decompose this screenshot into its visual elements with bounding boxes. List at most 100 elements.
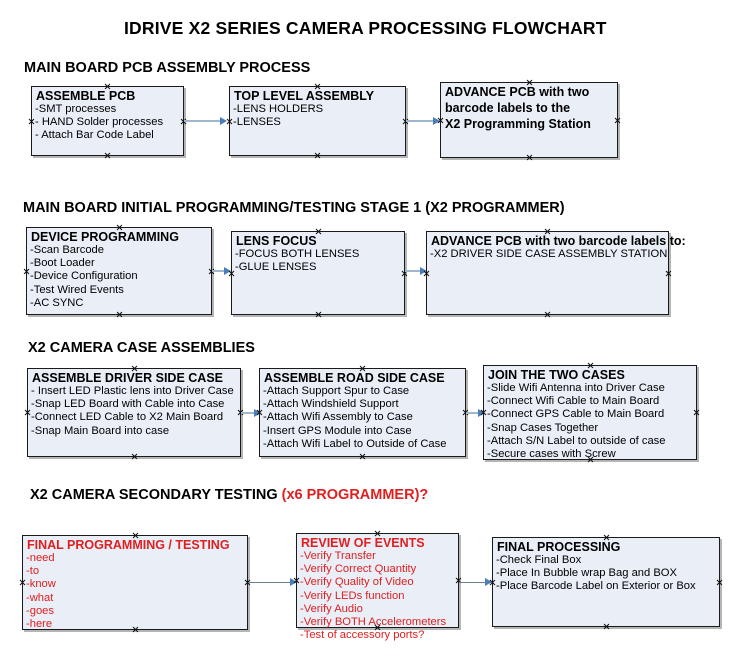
connector-line bbox=[406, 120, 436, 122]
node-title: FINAL PROGRAMMING / TESTING bbox=[27, 538, 230, 552]
connector-arrowhead-icon bbox=[254, 408, 261, 417]
node-title: ASSEMBLE ROAD SIDE CASE bbox=[264, 371, 445, 385]
node-line: -Check Final Box bbox=[496, 554, 582, 566]
node-line: -LENSES bbox=[233, 116, 281, 129]
connector-line bbox=[466, 412, 482, 414]
node-title: ASSEMBLE DRIVER SIDE CASE bbox=[32, 371, 224, 385]
node-join-the-two-cases[interactable]: JOIN THE TWO CASES -Slide Wifi Antenna i… bbox=[483, 365, 697, 460]
connector-handle-bottom[interactable] bbox=[315, 311, 322, 318]
section-heading-1-text: MAIN BOARD PCB ASSEMBLY PROCESS bbox=[24, 60, 311, 76]
node-line-overflow: -Test of accessory ports? bbox=[300, 629, 425, 642]
node-line: -need bbox=[26, 552, 55, 564]
section-heading-2-text: MAIN BOARD INITIAL PROGRAMMING/TESTING S… bbox=[23, 200, 565, 216]
section-heading-3: X2 CAMERA CASE ASSEMBLIES bbox=[28, 340, 255, 356]
node-line: -Place In Bubble wrap Bag and BOX bbox=[496, 567, 677, 580]
node-title: DEVICE PROGRAMMING bbox=[31, 230, 179, 244]
node-title: ASSEMBLE PCB bbox=[36, 89, 136, 103]
node-line: -Attach Wifi Label to Outside of Case bbox=[263, 437, 447, 450]
connector-line bbox=[248, 582, 296, 583]
connector-line bbox=[241, 412, 258, 414]
connector-handle-bottom[interactable] bbox=[131, 453, 138, 460]
node-title: JOIN THE TWO CASES bbox=[488, 368, 625, 382]
node-line: -SMT processes bbox=[35, 103, 117, 115]
connector-handle-bottom[interactable] bbox=[544, 311, 551, 318]
connector-handle-bottom[interactable] bbox=[359, 453, 366, 460]
node-line: -Attach Support Spur to Case bbox=[263, 385, 410, 397]
node-line: -Attach S/N Label to outside of case bbox=[487, 434, 666, 447]
connector-handle-bottom[interactable] bbox=[314, 152, 321, 159]
node-title: ADVANCE PCB with two barcode labels to: bbox=[431, 234, 686, 248]
node-device-programming[interactable]: DEVICE PROGRAMMING -Scan Barcode -Boot L… bbox=[26, 227, 212, 315]
node-advance-pcb-programming-station[interactable]: ADVANCE PCB with two barcode labels to t… bbox=[440, 82, 618, 158]
node-line: -Snap LED Board with Cable into Case bbox=[31, 398, 225, 411]
node-title: TOP LEVEL ASSEMBLY bbox=[234, 89, 375, 103]
node-line: -Verify Transfer bbox=[300, 550, 376, 562]
node-line: -Verify Correct Quantity bbox=[300, 563, 417, 576]
node-line: - HAND Solder processes bbox=[35, 116, 164, 129]
section-heading-4: X2 CAMERA SECONDARY TESTING (x6 PROGRAMM… bbox=[30, 487, 428, 503]
node-line: -FOCUS BOTH LENSES bbox=[235, 248, 360, 260]
node-line: -to bbox=[26, 565, 40, 578]
node-line: -Connect GPS Cable to Main Board bbox=[487, 408, 665, 421]
connector-arrowhead-icon bbox=[485, 578, 492, 586]
node-lens-focus[interactable]: LENS FOCUS -FOCUS BOTH LENSES -GLUE LENS… bbox=[231, 231, 405, 315]
node-line: -know bbox=[26, 578, 56, 591]
node-line: -Verify BOTH Accelerometers bbox=[300, 616, 447, 629]
node-line: -X2 DRIVER SIDE CASE ASSEMBLY STATION bbox=[430, 248, 668, 260]
node-top-level-assembly[interactable]: TOP LEVEL ASSEMBLY -LENS HOLDERS -LENSES bbox=[229, 86, 406, 156]
node-line: -Snap Cases Together bbox=[487, 421, 599, 434]
node-line: -Scan Barcode bbox=[30, 244, 105, 256]
node-line: -Snap Main Board into case bbox=[31, 424, 170, 437]
node-advance-pcb-driver-side-case[interactable]: ADVANCE PCB with two barcode labels to: … bbox=[426, 231, 686, 318]
node-line: -Connect LED Cable to X2 Main Board bbox=[31, 411, 224, 424]
node-line: -goes bbox=[26, 604, 54, 617]
node-title-line3: X2 Programming Station bbox=[445, 117, 591, 131]
node-line: - Attach Bar Code Label bbox=[35, 129, 154, 142]
node-assemble-road-side-case[interactable]: ASSEMBLE ROAD SIDE CASE -Attach Support … bbox=[259, 368, 466, 457]
node-line: - Insert LED Plastic lens into Driver Ca… bbox=[31, 385, 234, 397]
section-heading-1: MAIN BOARD PCB ASSEMBLY PROCESS bbox=[24, 60, 310, 76]
connector-arrowhead-icon bbox=[478, 408, 485, 417]
node-final-processing[interactable]: FINAL PROCESSING -Check Final Box -Place… bbox=[492, 537, 720, 627]
node-review-of-events[interactable]: REVIEW OF EVENTS -Verify Transfer -Verif… bbox=[296, 533, 459, 641]
node-line: -Verify Quality of Video bbox=[300, 576, 414, 589]
connector-handle-bottom[interactable] bbox=[116, 311, 123, 318]
connector-handle-bottom[interactable] bbox=[526, 154, 533, 161]
connector-arrowhead-icon bbox=[220, 116, 227, 125]
connector-arrowhead-icon bbox=[420, 266, 427, 275]
node-line: -Connect Wifi Cable to Main Board bbox=[487, 395, 660, 408]
section-heading-2: MAIN BOARD INITIAL PROGRAMMING/TESTING S… bbox=[23, 200, 565, 216]
node-line: -Attach Wifi Assembly to Case bbox=[263, 411, 413, 424]
section-heading-4-accent: (x6 PROGRAMMER)? bbox=[281, 487, 429, 503]
connector-line bbox=[459, 582, 491, 583]
node-final-programming-testing[interactable]: FINAL PROGRAMMING / TESTING -need -to -k… bbox=[22, 535, 248, 630]
connector-line bbox=[184, 120, 224, 122]
node-line: -what bbox=[26, 591, 54, 604]
node-title: REVIEW OF EVENTS bbox=[301, 536, 425, 550]
connector-handle-right[interactable] bbox=[665, 270, 672, 277]
node-line: -here bbox=[26, 618, 53, 631]
connector-arrowhead-icon bbox=[433, 116, 440, 125]
connector-handle-bottom[interactable] bbox=[603, 623, 610, 630]
section-heading-3-text: X2 CAMERA CASE ASSEMBLIES bbox=[28, 340, 255, 356]
connector-arrowhead-icon bbox=[290, 578, 297, 586]
node-line: -Boot Loader bbox=[30, 257, 95, 270]
node-assemble-pcb[interactable]: ASSEMBLE PCB -SMT processes - HAND Solde… bbox=[31, 86, 184, 156]
node-assemble-driver-side-case[interactable]: ASSEMBLE DRIVER SIDE CASE - Insert LED P… bbox=[27, 368, 241, 457]
node-title: ADVANCE PCB with two bbox=[445, 85, 590, 99]
node-line: -Test Wired Events bbox=[30, 283, 124, 296]
connector-arrowhead-icon bbox=[224, 266, 231, 275]
node-line: -GLUE LENSES bbox=[235, 261, 317, 274]
section-heading-4-text: X2 CAMERA SECONDARY TESTING bbox=[30, 487, 282, 503]
connector-handle-bottom[interactable] bbox=[104, 152, 111, 159]
node-title-line2: barcode labels to the bbox=[445, 101, 571, 115]
node-title: FINAL PROCESSING bbox=[497, 540, 621, 554]
node-line: -Place Barcode Label on Exterior or Box bbox=[496, 580, 696, 593]
node-line: -Verify LEDs function bbox=[300, 589, 405, 602]
node-line: -Verify Audio bbox=[300, 602, 363, 615]
connector-line bbox=[212, 270, 228, 272]
page-title: IDRIVE X2 SERIES CAMERA PROCESSING FLOWC… bbox=[124, 18, 607, 38]
node-line: -Insert GPS Module into Case bbox=[263, 424, 412, 437]
node-line: -Attach Windshield Support bbox=[263, 398, 399, 411]
